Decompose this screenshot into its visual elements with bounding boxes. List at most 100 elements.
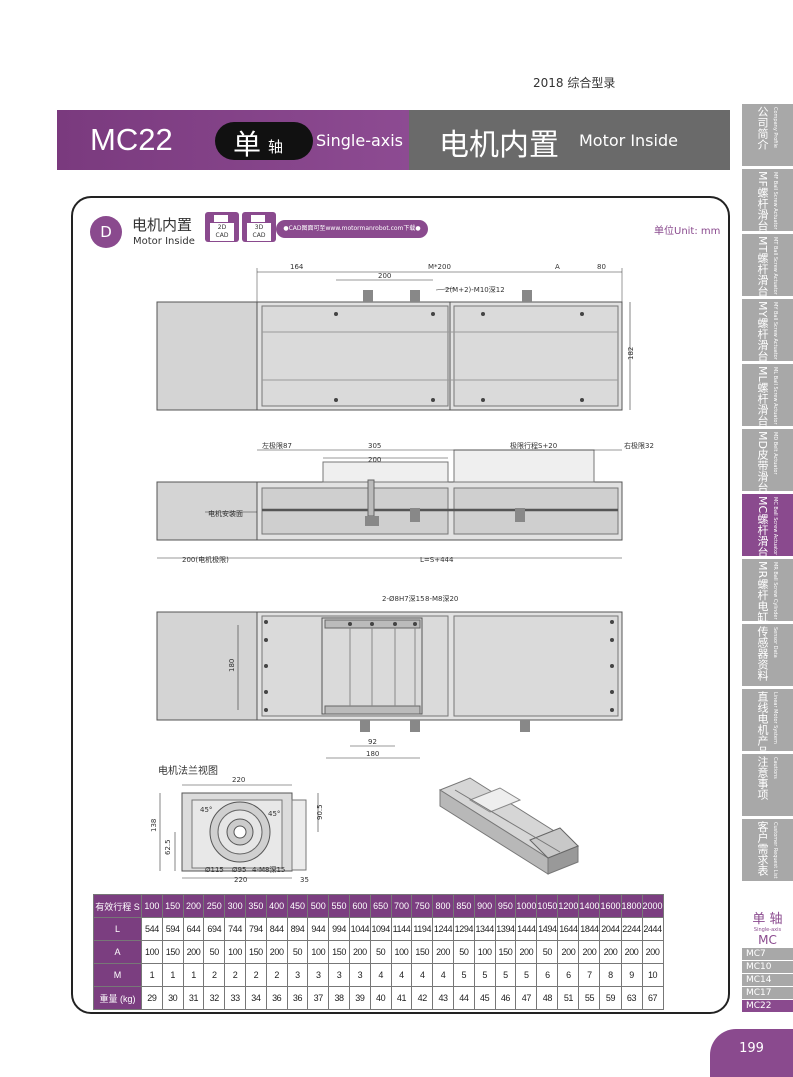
table-cell: 51: [557, 986, 580, 1010]
stroke-header-cell: 350: [244, 894, 267, 918]
section-title-cn: 电机内置: [132, 216, 193, 234]
table-cell: 3: [307, 963, 330, 987]
sidebar-tab-label: 传感器资料: [756, 626, 769, 681]
table-cell: 3: [348, 963, 371, 987]
dim-right-limit: 右极限32: [624, 441, 654, 450]
table-cell: 34: [244, 986, 267, 1010]
flange-dim-d95: Ø95: [232, 866, 246, 874]
dim-l: L=S+444: [420, 556, 454, 564]
drawing-panel: [71, 196, 730, 1014]
cad-2d-icon[interactable]: 2D CAD: [205, 212, 239, 242]
table-cell: 1294: [452, 917, 475, 941]
table-cell: 2444: [641, 917, 664, 941]
table-cell: 200: [557, 940, 580, 964]
dim-182: 182: [627, 347, 635, 360]
table-cell: 894: [286, 917, 309, 941]
table-cell: 36: [265, 986, 288, 1010]
stroke-header-cell: 450: [286, 894, 309, 918]
dim-left-limit: 左极限87: [262, 441, 292, 450]
table-cell: 10: [641, 963, 664, 987]
table-cell: 5: [494, 963, 517, 987]
table-cell: 100: [141, 940, 163, 964]
table-cell: 4: [390, 963, 413, 987]
flange-dim-m8: 4-M8深15: [252, 865, 285, 874]
dim-200-side: 200: [368, 456, 381, 464]
table-cell: 150: [244, 940, 267, 964]
table-cell: 50: [536, 940, 559, 964]
table-cell: 9: [620, 963, 643, 987]
row-label: A: [93, 940, 142, 964]
sidebar-tab-sublabel: MC Ball Screw Actuator: [772, 497, 778, 556]
stroke-header-cell: 550: [328, 894, 350, 918]
header-title-band: 电机内置 Motor Inside: [409, 110, 730, 170]
flange-dim-90-5: 90.5: [316, 804, 324, 820]
table-cell: 36: [286, 986, 309, 1010]
dim-pin-holes: 2-Ø8H7深15: [382, 594, 425, 603]
flange-dim-45a: 45°: [200, 806, 212, 814]
model-index-item[interactable]: MC7: [742, 948, 793, 960]
table-cell: 38: [328, 986, 350, 1010]
table-cell: 37: [307, 986, 330, 1010]
sidebar-tab-sublabel: ML Ball Screw Actuator: [772, 367, 778, 425]
table-cell: 100: [390, 940, 413, 964]
model-index-item[interactable]: MC17: [742, 987, 793, 999]
stroke-header-cell: 1000: [515, 894, 538, 918]
table-cell: 45: [473, 986, 496, 1010]
model-index-item[interactable]: MC14: [742, 974, 793, 986]
catalog-year: 2018 综合型录: [533, 76, 616, 90]
stroke-header-cell: 200: [182, 894, 205, 918]
dim-92: 92: [368, 738, 377, 746]
dim-stroke: 极限行程S+20: [510, 441, 557, 450]
table-cell: 6: [536, 963, 559, 987]
sidebar-tab-label: MT螺杆滑台: [756, 236, 769, 297]
dim-holes: 2(M+2)-M10深12: [445, 285, 505, 294]
model-index-item[interactable]: MC10: [742, 961, 793, 973]
stroke-header-cell: 950: [494, 894, 517, 918]
table-cell: 8: [599, 963, 622, 987]
table-cell: 200: [182, 940, 205, 964]
flange-dim-220: 220: [232, 776, 245, 784]
table-cell: 794: [244, 917, 267, 941]
model-index-item[interactable]: MC22: [742, 1000, 793, 1012]
cad-3d-label: 3D CAD: [247, 223, 271, 241]
table-cell: 46: [494, 986, 517, 1010]
table-cell: 100: [224, 940, 246, 964]
stroke-header-cell: 900: [473, 894, 496, 918]
table-cell: 150: [328, 940, 350, 964]
stroke-header-cell: 850: [452, 894, 475, 918]
table-cell: 32: [203, 986, 226, 1010]
model-index-code: MC: [758, 933, 777, 947]
sidebar-tab-sublabel: Linear Motor System: [772, 692, 778, 744]
cad-download-link[interactable]: ●CAD图面可至www.motormanrobot.com下载●: [276, 220, 428, 238]
stroke-header-cell: 800: [432, 894, 454, 918]
table-cell: 1344: [473, 917, 496, 941]
unit-label: 单位Unit: mm: [654, 226, 721, 237]
table-cell: 200: [432, 940, 454, 964]
sidebar-tab-sublabel: Cautions: [772, 757, 778, 779]
header-title-en: Motor Inside: [579, 131, 678, 150]
table-cell: 2: [224, 963, 246, 987]
table-cell: 200: [515, 940, 538, 964]
cad-3d-icon[interactable]: 3D CAD: [242, 212, 276, 242]
product-isometric-image: [438, 777, 580, 875]
flange-dim-35: 35: [300, 876, 309, 884]
sidebar-tab-label: MD皮带滑台: [756, 431, 769, 493]
sidebar-tab-label: 注意事项: [756, 756, 769, 800]
side-view: [156, 449, 623, 559]
table-cell: 50: [452, 940, 475, 964]
